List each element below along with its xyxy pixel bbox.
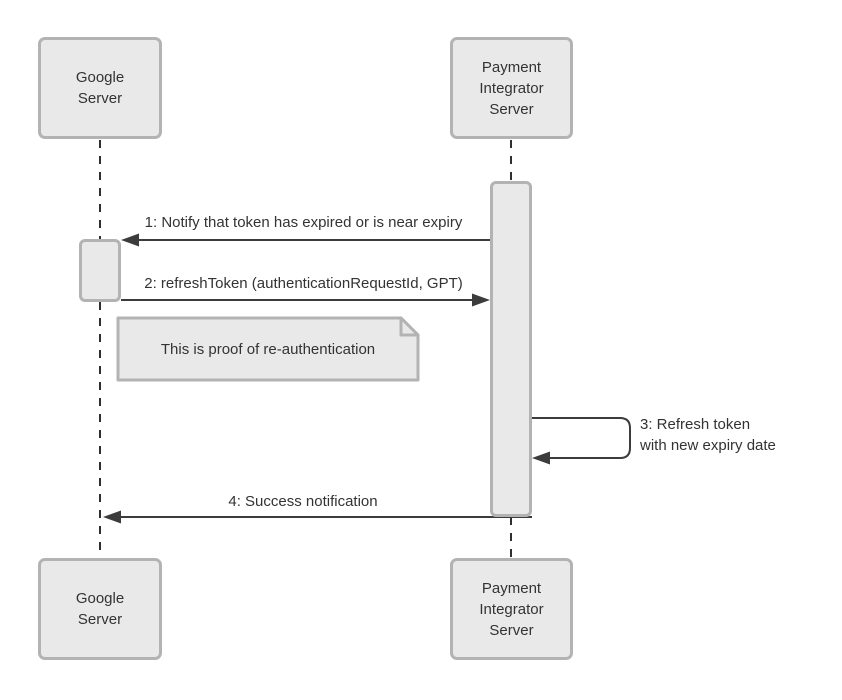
message-2-label: 2: refreshToken (authenticationRequestId… [144, 275, 463, 292]
activation-bar-google [79, 239, 121, 302]
actor-box-google-top: Google Server [38, 37, 162, 139]
actor-box-payment-bottom: Payment Integrator Server [450, 558, 573, 660]
message-4-arrow [103, 510, 532, 524]
arrowhead-left-icon [121, 233, 139, 247]
activation-bar-payment [490, 181, 532, 517]
message-3-label: 3: Refresh token with new expiry date [640, 416, 776, 454]
message-3-self-loop [532, 417, 631, 465]
arrowhead-right-icon [472, 293, 490, 307]
message-4-label: 4: Success notification [228, 493, 378, 510]
message-1-arrow [121, 233, 490, 247]
arrowhead-left-icon [532, 451, 550, 465]
message-1-label: 1: Notify that token has expired or is n… [144, 214, 463, 231]
note-fold-icon [399, 316, 420, 337]
note-label: This is proof of re-authentication [160, 340, 376, 358]
arrowhead-left-icon [103, 510, 121, 524]
message-2-arrow [121, 293, 490, 307]
note-shape [116, 316, 420, 382]
actor-box-google-bottom: Google Server [38, 558, 162, 660]
actor-box-payment-top: Payment Integrator Server [450, 37, 573, 139]
